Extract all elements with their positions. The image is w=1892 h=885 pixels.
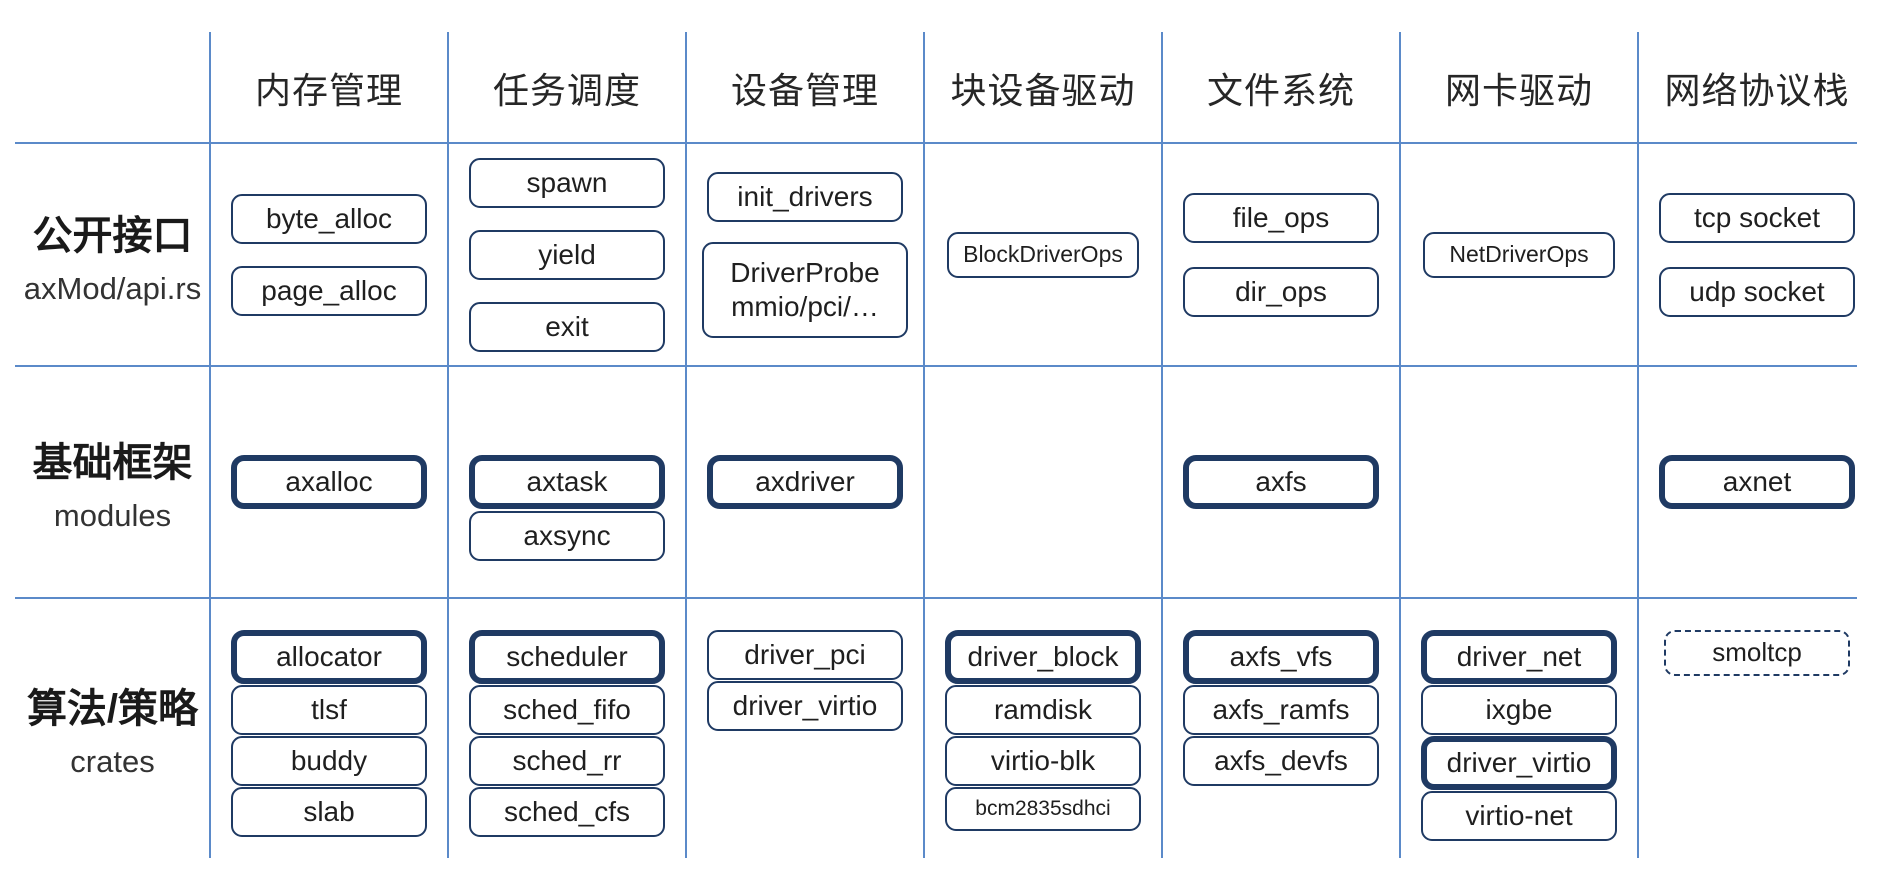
row-title: 算法/策略 [26,687,199,731]
column-header-device-management: 设备管理 [730,69,879,111]
row-subtitle: modules [53,498,172,533]
architecture-table: 内存管理 任务调度 设备管理 块设备驱动 文件系统 网卡驱动 网络协议栈 公开接… [15,32,1876,858]
row-title: 公开接口 [32,213,193,258]
box-axnet: axnet [1659,455,1855,509]
cell-api-fs: file_ops dir_ops [1162,143,1400,366]
cell-modules-net: axnet [1638,366,1876,598]
box-axfs: axfs [1183,455,1379,509]
box-axdriver: axdriver [707,455,903,509]
grid-vline-5 [1161,32,1163,858]
grid-hline-2 [15,365,1857,367]
cell-modules-block [924,366,1162,598]
box-smoltcp: smoltcp [1664,630,1850,676]
box-yield: yield [469,229,665,280]
grid-hline-1 [15,142,1857,144]
box-driver-virtio: driver_virtio [707,681,903,731]
box-axfs-devfs: axfs_devfs [1183,736,1379,786]
box-sched-cfs: sched_cfs [469,787,665,837]
box-axfs-ramfs: axfs_ramfs [1183,685,1379,735]
row-subtitle: axMod/api.rs [23,270,202,306]
cell-modules-fs: axfs [1162,366,1400,598]
box-virtio-blk: virtio-blk [945,736,1141,786]
cell-api-nic: NetDriverOps [1400,143,1638,366]
grid-vline-4 [923,32,925,858]
box-udp-socket: udp socket [1659,266,1855,317]
column-header-nic-driver: 网卡驱动 [1444,69,1593,111]
row-header-modules: 基础框架 modules [15,366,210,598]
cell-api-memory: byte_alloc page_alloc [210,143,448,366]
box-axalloc: axalloc [231,455,427,509]
cell-api-task: spawn yield exit [448,143,686,366]
box-axtask: axtask [469,455,665,509]
box-axsync: axsync [469,511,665,561]
row-subtitle: crates [70,744,155,779]
box-spawn: spawn [469,157,665,208]
cell-modules-nic [1400,366,1638,598]
box-driver-virtio: driver_virtio [1421,736,1617,790]
box-exit: exit [469,301,665,352]
box-dir-ops: dir_ops [1183,266,1379,317]
cell-api-block: BlockDriverOps [924,143,1162,366]
box-file-ops: file_ops [1183,192,1379,243]
box-blockdriverops: BlockDriverOps [947,231,1139,278]
box-page-alloc: page_alloc [231,265,427,316]
box-bcm2835sdhci: bcm2835sdhci [945,787,1141,831]
row-header-public-api: 公开接口 axMod/api.rs [15,143,210,366]
box-tcp-socket: tcp socket [1659,192,1855,243]
box-axfs-vfs: axfs_vfs [1183,630,1379,684]
corner-cell [15,32,210,143]
box-slab: slab [231,787,427,837]
column-header-block-device-driver: 块设备驱动 [950,69,1136,111]
box-sched-fifo: sched_fifo [469,685,665,735]
box-ramdisk: ramdisk [945,685,1141,735]
grid-vline-2 [447,32,449,858]
box-ixgbe: ixgbe [1421,685,1617,735]
box-driver-block: driver_block [945,630,1141,684]
cell-modules-device: axdriver [686,366,924,598]
column-header-task-scheduling: 任务调度 [492,69,641,111]
grid-vline-1 [209,32,211,858]
grid-vline-7 [1637,32,1639,858]
box-tlsf: tlsf [231,685,427,735]
column-header-file-system: 文件系统 [1206,69,1355,111]
cell-modules-memory: axalloc [210,366,448,598]
box-init-drivers: init_drivers [707,171,903,222]
column-header-network-stack: 网络协议栈 [1664,69,1850,111]
row-title: 基础框架 [32,441,193,485]
column-header-memory: 内存管理 [254,69,403,111]
box-virtio-net: virtio-net [1421,791,1617,841]
box-byte-alloc: byte_alloc [231,193,427,244]
grid-hline-3 [15,597,1857,599]
grid-vline-3 [685,32,687,858]
grid-vline-6 [1399,32,1401,858]
box-sched-rr: sched_rr [469,736,665,786]
box-buddy: buddy [231,736,427,786]
box-allocator: allocator [231,630,427,684]
cell-crates-net: smoltcp [1638,598,1876,858]
row-header-crates: 算法/策略 crates [15,598,210,858]
box-netdriverops: NetDriverOps [1423,231,1615,278]
table-grid: 内存管理 任务调度 设备管理 块设备驱动 文件系统 网卡驱动 网络协议栈 公开接… [15,32,1876,858]
box-driver-pci: driver_pci [707,630,903,680]
box-driver-net: driver_net [1421,630,1617,684]
cell-api-net: tcp socket udp socket [1638,143,1876,366]
box-scheduler: scheduler [469,630,665,684]
